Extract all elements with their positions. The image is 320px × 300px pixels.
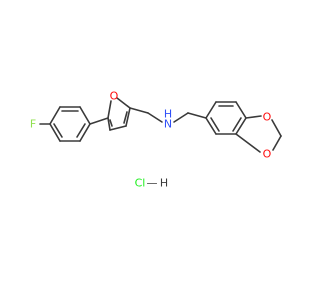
bond-dx-4 <box>272 135 282 151</box>
bond-fur-1 <box>107 100 112 119</box>
salt-bond-dash: — <box>147 177 158 190</box>
amine-hydrogen-label: H <box>164 108 172 121</box>
fluorine-atom-label: F <box>30 118 36 131</box>
chlorine-label: Cl <box>135 177 146 190</box>
molecule-diagram: F O N H O O Cl — H <box>30 90 282 190</box>
bond-ch2-b <box>147 112 163 123</box>
furan-oxygen-label: O <box>110 90 119 103</box>
bond-bz-1 <box>205 101 217 119</box>
bond-dx-2 <box>235 133 261 153</box>
bond-fur-3 <box>125 107 131 127</box>
bond-dx-3 <box>271 119 282 137</box>
bond-nch2-b <box>187 112 207 119</box>
bond-fur-4 <box>109 125 127 131</box>
bond-fur-5 <box>107 117 111 131</box>
atom-label-layer: F O N H O O Cl — H <box>30 90 272 190</box>
bond-bz-3 <box>235 101 247 119</box>
bond-ph-4 <box>79 123 91 142</box>
bond-ph-3 <box>79 106 91 125</box>
bond-ph-d3 <box>53 123 63 138</box>
bond-bz-6 <box>205 117 217 135</box>
bond-fur-d1 <box>123 111 128 124</box>
bond-fur-d2 <box>109 119 113 127</box>
dioxole-oxygen-bottom-label: O <box>263 148 272 161</box>
bond-bz-4 <box>235 117 247 135</box>
bond-layer <box>39 97 282 153</box>
bond-nch2-a <box>173 112 189 123</box>
bond-bz-d3 <box>210 117 220 132</box>
bond-ph-6 <box>49 123 61 142</box>
bond-bz-d2 <box>232 117 242 132</box>
bond-dx-1 <box>245 115 262 119</box>
bond-ph-1 <box>49 106 61 125</box>
dioxole-oxygen-top-label: O <box>263 111 272 124</box>
bond-ph-d2 <box>76 123 86 138</box>
hydrochloride-hydrogen-label: H <box>160 177 168 190</box>
amine-nitrogen-label: N <box>164 118 172 131</box>
bond-ch2-a <box>129 107 149 114</box>
bond-ph-fur <box>89 117 109 125</box>
bond-fur-2 <box>116 97 131 109</box>
